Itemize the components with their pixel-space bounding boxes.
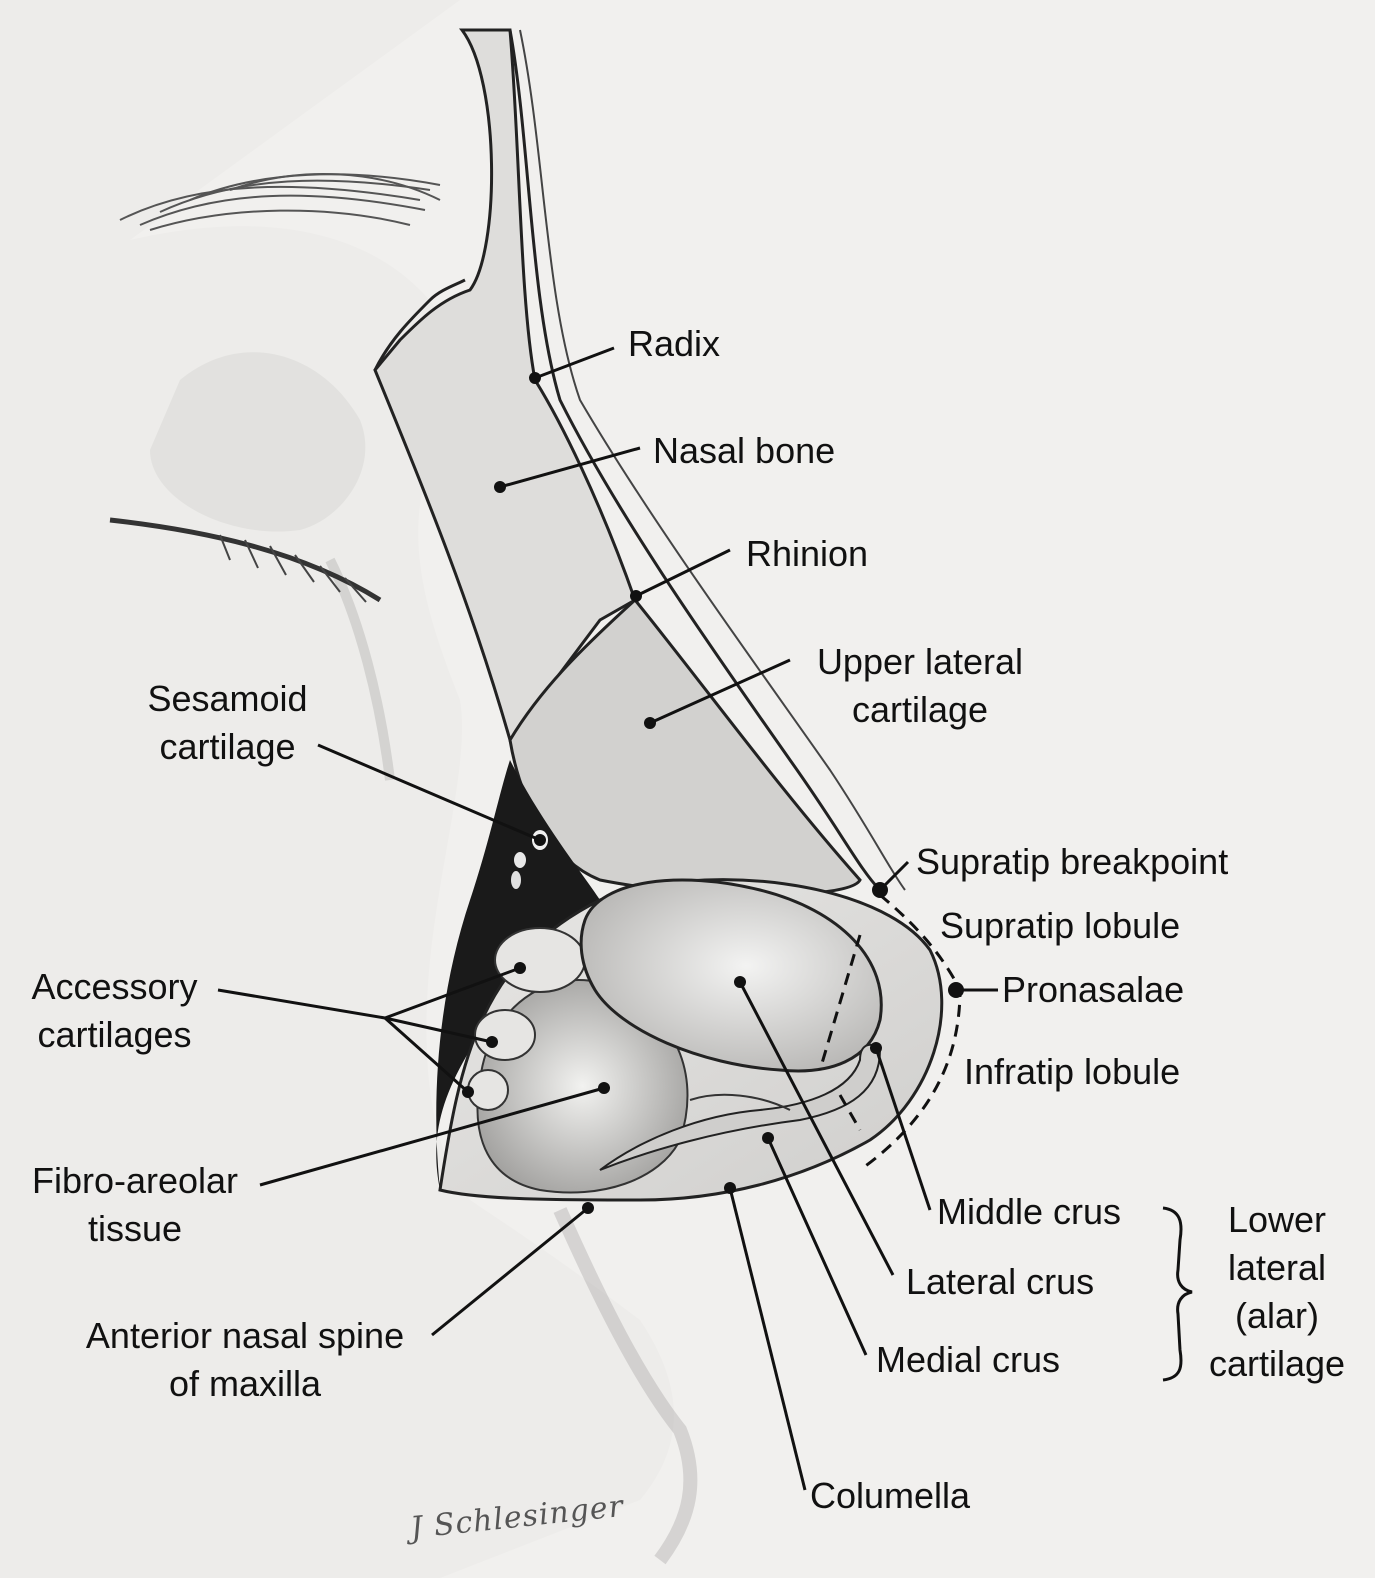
label-upper-lateral-cartilage: Upper lateral cartilage: [800, 638, 1040, 734]
leader-upper-lateral: [649, 658, 791, 725]
label-radix: Radix: [628, 323, 721, 364]
label-lower-lateral-line-2: lateral: [1227, 1247, 1327, 1288]
leader-fibro-areolar: [259, 1086, 605, 1187]
eyebrow: [119, 173, 441, 231]
lower-lateral-brace: [1162, 1206, 1193, 1382]
label-accessory-cartilages: Accessory cartilages: [12, 963, 217, 1059]
eyelid: [109, 517, 382, 603]
label-anterior-nasal-spine: Anterior nasal spine of maxilla: [55, 1312, 435, 1408]
label-lower-lateral-cartilage: Lower lateral (alar) cartilage: [1192, 1196, 1362, 1388]
label-middle-crus: Middle crus: [937, 1191, 1122, 1232]
leader-dots: [462, 372, 964, 1214]
leader-sesamoid: [317, 743, 541, 842]
face-outline: [150, 352, 698, 1565]
label-sesamoid-line-2: cartilage: [159, 726, 296, 767]
leader-anterior-nasal-spine: [431, 1206, 589, 1337]
label-supratip-breakpoint: Supratip breakpoint: [916, 841, 1229, 882]
lobule-dashed-lines: [818, 893, 962, 1172]
label-fibro-line-2: tissue: [87, 1208, 183, 1249]
label-supratip-lobule: Supratip lobule: [940, 905, 1181, 946]
label-infratip-lobule: Infratip lobule: [964, 1051, 1181, 1092]
label-accessory-line-2: cartilages: [37, 1014, 192, 1055]
leader-medial-crus: [766, 1137, 868, 1356]
label-columella: Columella: [810, 1475, 971, 1516]
label-anterior-line-1: Anterior nasal spine: [85, 1315, 405, 1356]
label-fibro-areolar-tissue: Fibro-areolar tissue: [10, 1157, 260, 1253]
leader-nasal-bone: [499, 446, 641, 489]
label-nasal-bone: Nasal bone: [653, 430, 836, 471]
leader-middle-crus: [874, 1047, 932, 1211]
leader-columella: [728, 1187, 807, 1491]
leader-accessory-1: [384, 966, 521, 1020]
label-upper-lateral-line-1: Upper lateral: [816, 641, 1024, 682]
label-medial-crus: Medial crus: [876, 1339, 1061, 1380]
label-accessory-line-1: Accessory: [31, 966, 198, 1007]
label-sesamoid-cartilage: Sesamoid cartilage: [130, 675, 325, 771]
medial-crus-shape: [599, 1043, 882, 1171]
label-anterior-line-2: of maxilla: [168, 1363, 322, 1404]
label-rhinion: Rhinion: [746, 533, 869, 574]
label-lateral-crus: Lateral crus: [906, 1261, 1095, 1302]
label-lower-lateral-line-4: cartilage: [1208, 1343, 1346, 1384]
leader-radix: [534, 346, 615, 380]
label-sesamoid-line-1: Sesamoid: [147, 678, 308, 719]
label-upper-lateral-line-2: cartilage: [851, 689, 989, 730]
label-lower-lateral-line-1: Lower: [1227, 1199, 1327, 1240]
leader-accessory-2: [384, 1016, 493, 1044]
leader-lines: [217, 346, 998, 1491]
leader-rhinion: [635, 548, 731, 598]
leader-accessory-main: [217, 988, 386, 1020]
label-lower-lateral-line-3: (alar): [1234, 1295, 1319, 1336]
label-pronasalae: Pronasalae: [1002, 969, 1185, 1010]
leader-accessory-3: [384, 1016, 469, 1094]
label-fibro-line-1: Fibro-areolar: [31, 1160, 239, 1201]
leader-lateral-crus: [738, 981, 895, 1276]
nasal-bone-shape: [373, 28, 906, 892]
